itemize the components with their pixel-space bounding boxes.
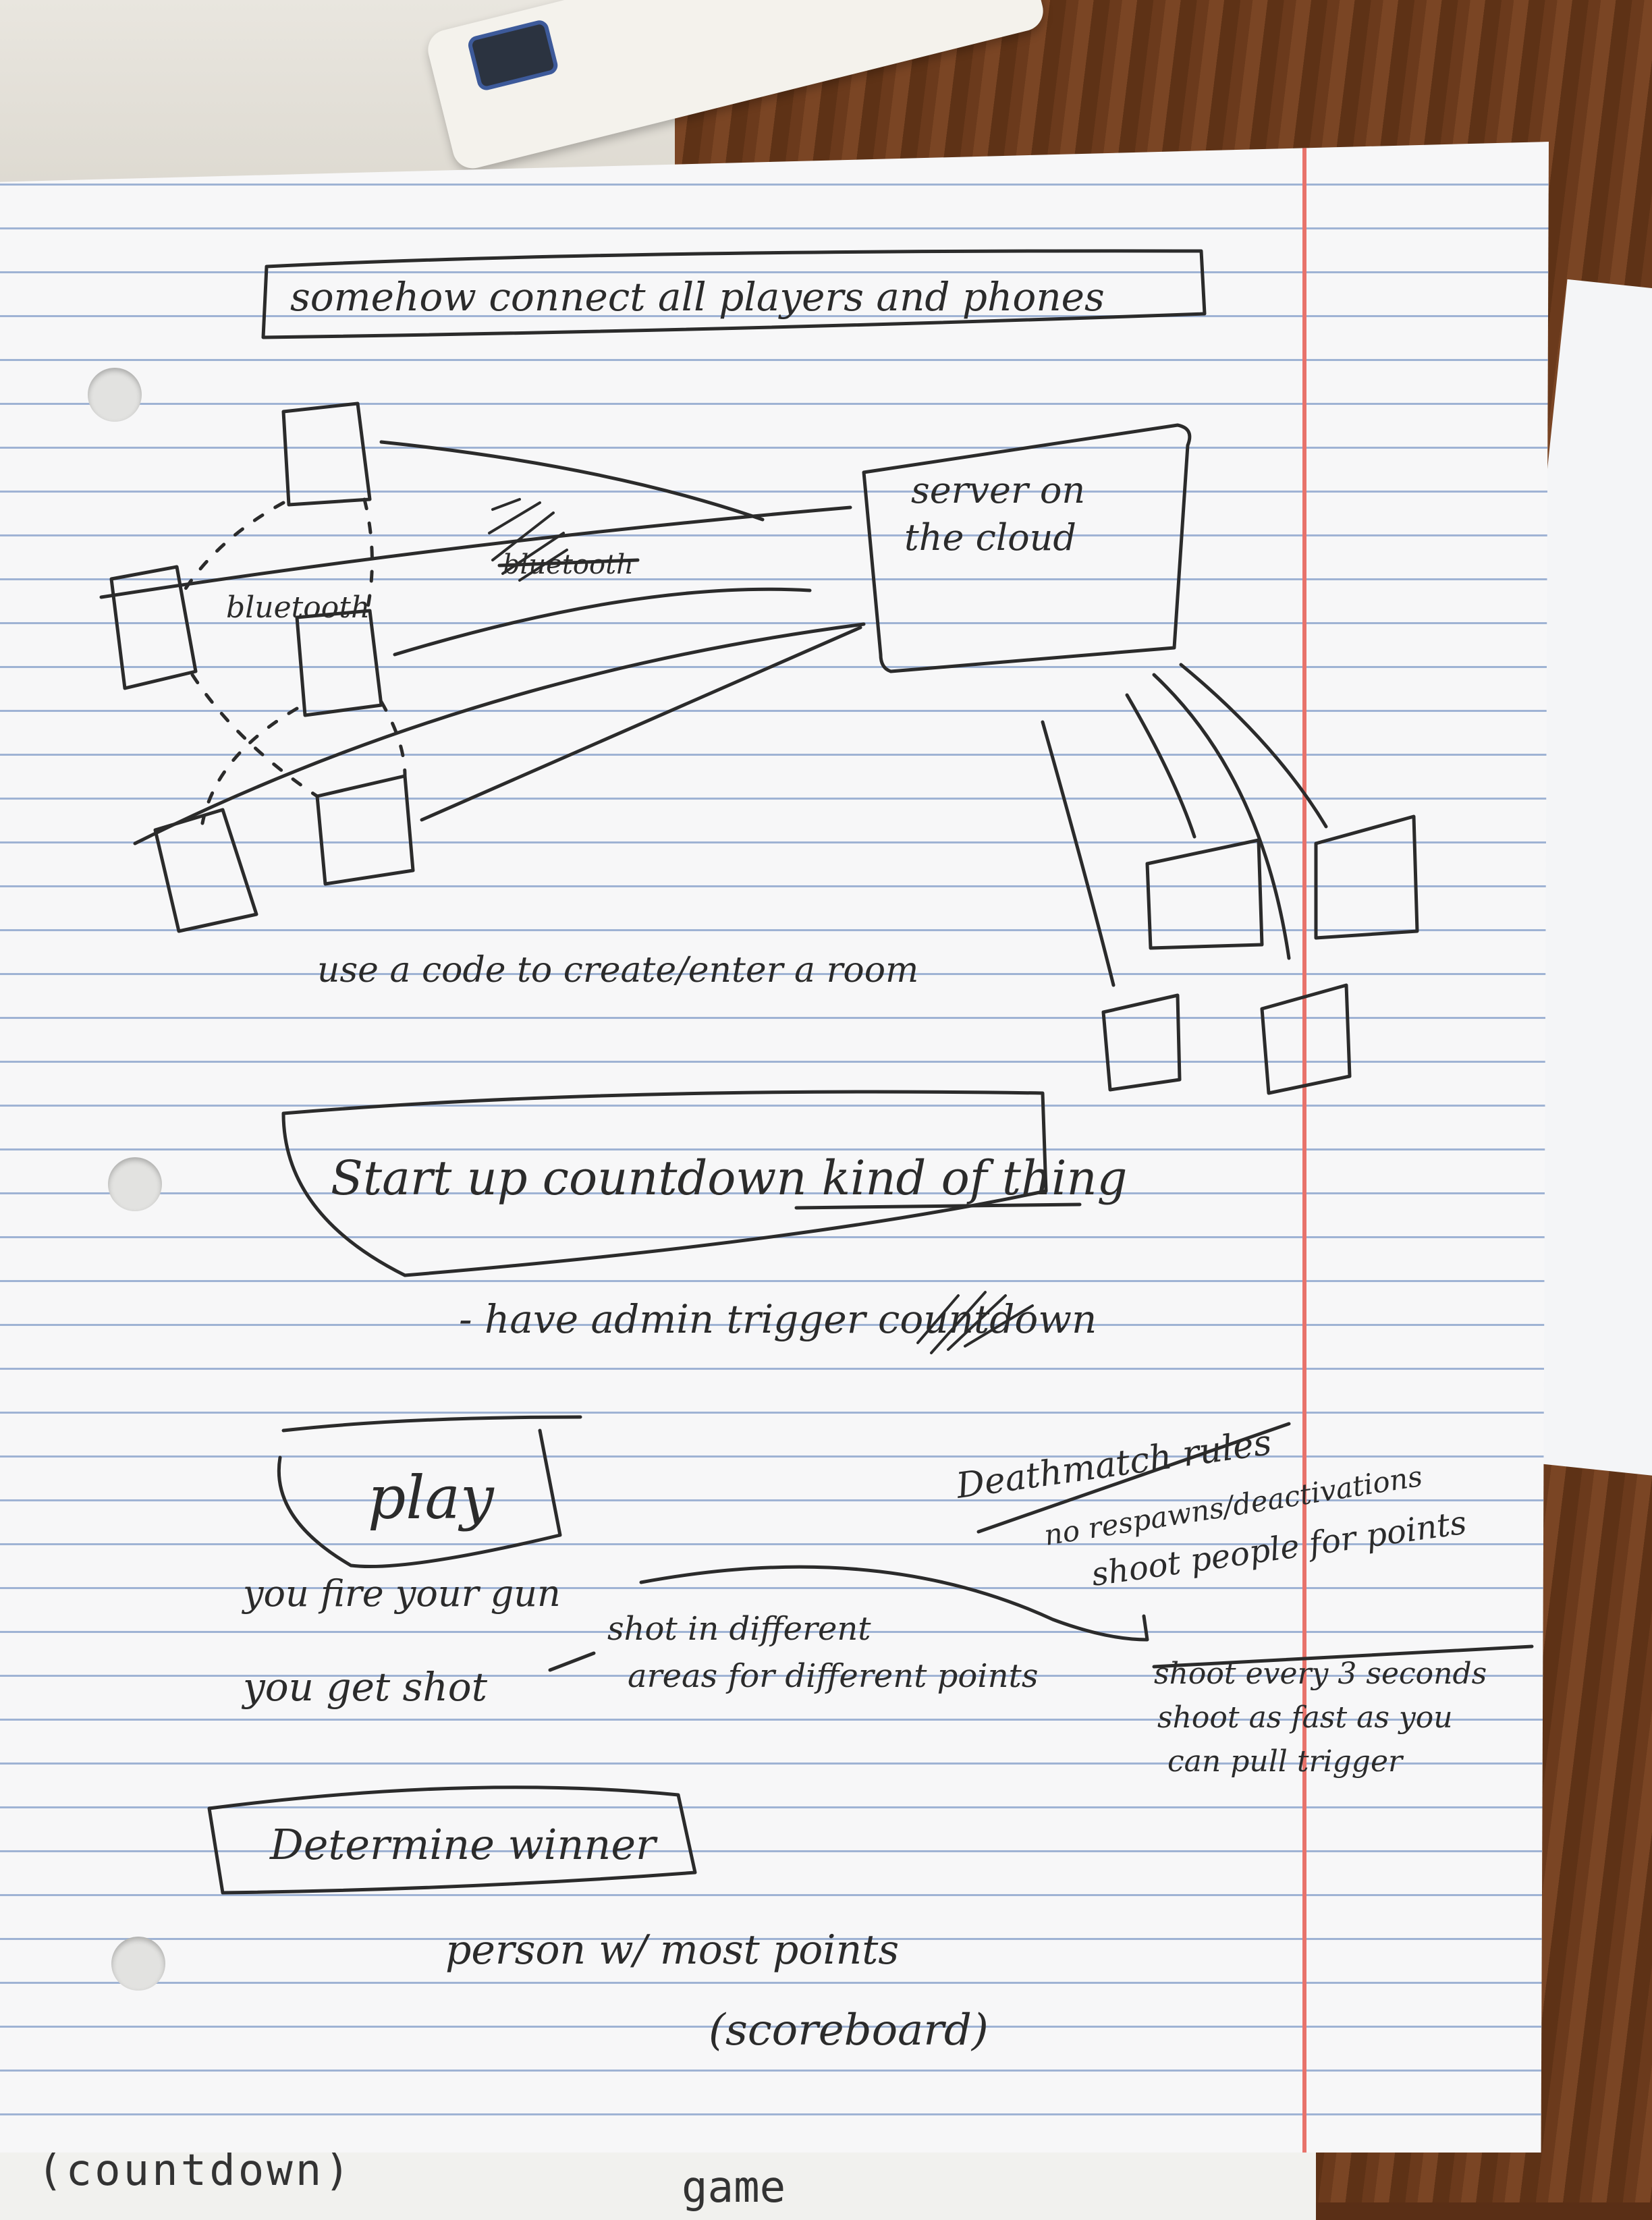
bluetooth-label: bluetooth [226,590,370,625]
shot-areas-line-2: areas for different points [628,1657,1038,1695]
phone-box [295,609,383,717]
underlying-note-left: (countdown) [37,2146,353,2196]
connection-line [133,622,866,845]
winners-detail-1: person w/ most points [445,1926,899,1974]
phone-box [1314,814,1419,940]
connector-line [639,1565,1149,1642]
countdown-box [281,1090,1048,1277]
fire-rate-crossed: shoot every 3 seconds [1154,1657,1487,1691]
server-line-2: the cloud [904,516,1076,559]
connection-line [1125,693,1196,839]
phone-box [281,401,372,507]
connection-line [1179,663,1328,829]
scribble [488,498,568,582]
phone-box [1101,993,1182,1092]
admin-trigger-note: - have admin trigger countdown [459,1296,1097,1342]
connection-line [1152,673,1291,960]
binder-hole [88,368,142,422]
connection-line [1041,720,1116,987]
winners-detail-2: (scoreboard) [709,2005,989,2055]
phone-box [1145,838,1264,950]
fire-rate-line-1: shoot as fast as you [1157,1700,1453,1735]
fire-gun-note: you fire your gun [242,1572,561,1615]
phone-box [1260,983,1352,1095]
fire-rate-line-2: can pull trigger [1167,1744,1404,1779]
connection-line [99,505,852,599]
connection-line [420,626,862,822]
phone-box [315,774,415,886]
connection-line [379,440,765,522]
winners-label: Determine winner [269,1820,658,1869]
connection-line [393,587,812,657]
binder-hole [111,1937,165,1991]
countdown-note: Start up countdown kind of thing [331,1150,1127,1206]
bluetooth-link [180,497,407,825]
binder-hole [108,1157,162,1211]
get-shot-note: you get shot [241,1664,488,1710]
phone-box [109,565,198,690]
connect-box [261,249,1207,339]
phone-box [153,808,258,933]
room-code-note: use a code to create/enter a room [317,950,918,991]
server-line-1: server on [911,469,1085,511]
scribble [916,1291,1034,1354]
play-label: play [368,1463,495,1532]
server-box [862,423,1192,673]
connect-note: somehow connect all players and phones [290,274,1105,320]
shot-areas-line-1: shot in different [607,1610,871,1648]
notebook-page [0,142,1549,2153]
winners-box [207,1785,697,1895]
play-box [277,1415,582,1569]
